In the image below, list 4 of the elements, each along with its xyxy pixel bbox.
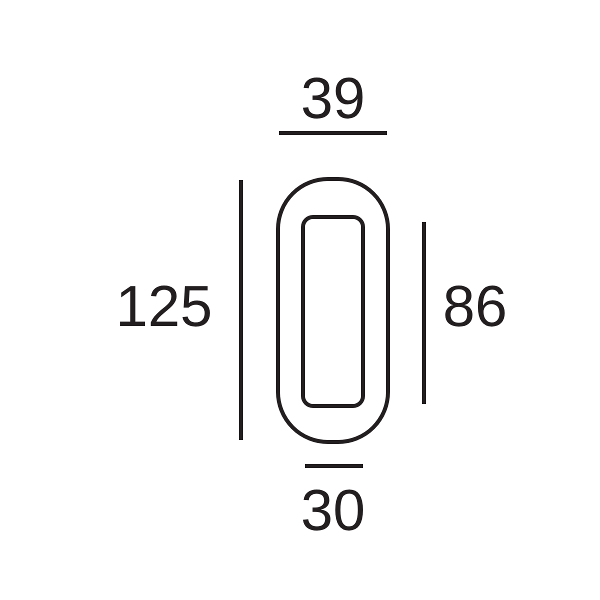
- dimension-label: 30: [300, 482, 366, 540]
- dimension-label: 39: [300, 70, 366, 128]
- dimension-label: 86: [442, 278, 508, 336]
- dimension-label: 125: [116, 278, 212, 336]
